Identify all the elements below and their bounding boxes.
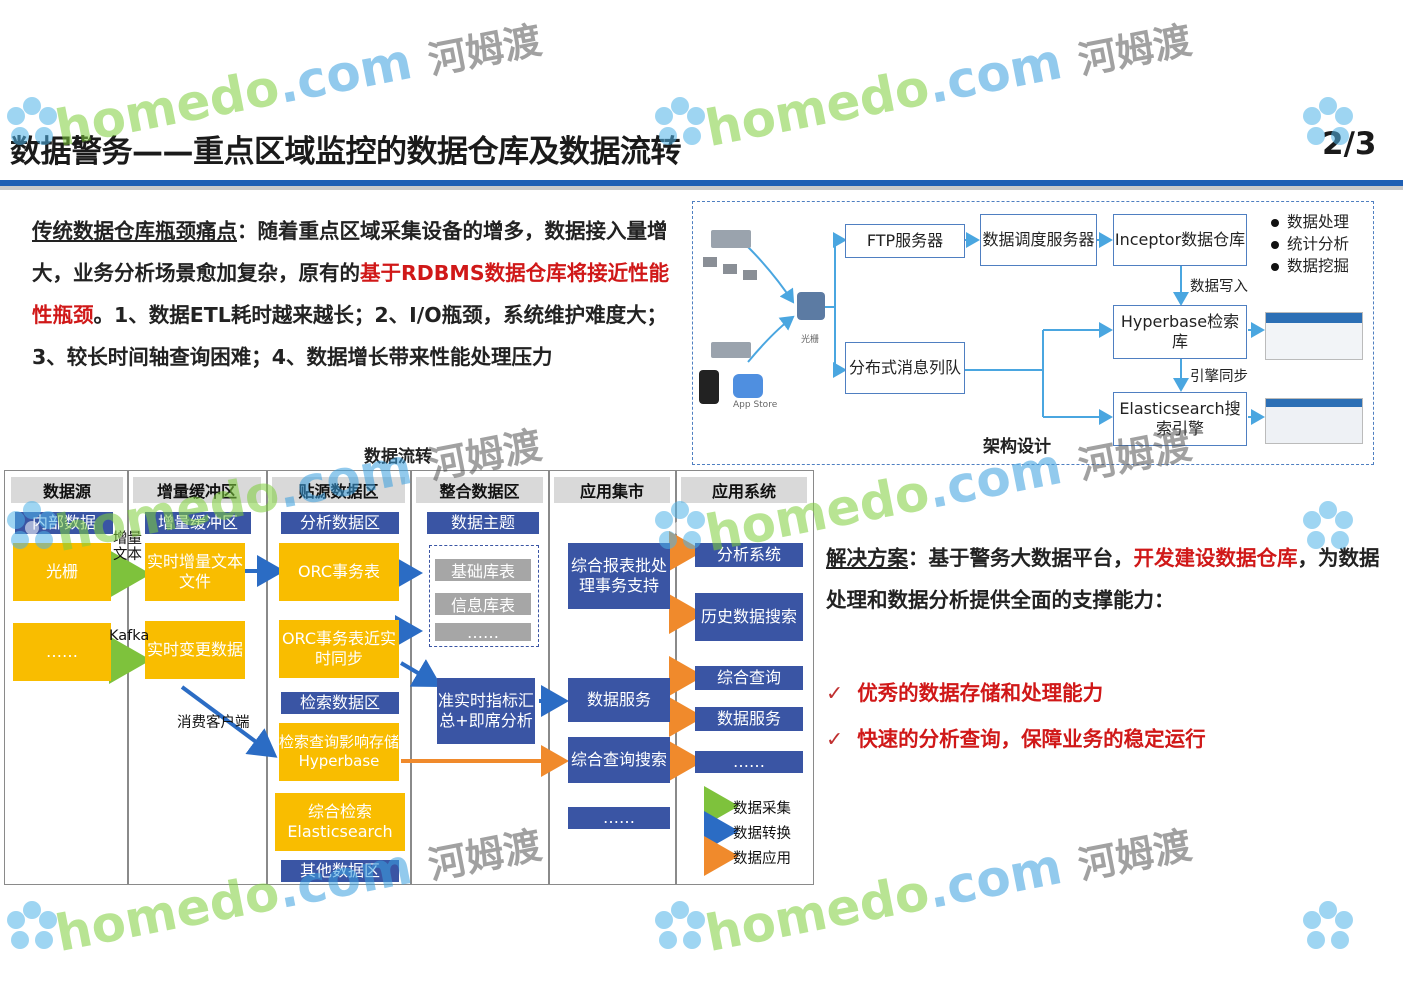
hyperbase-box: Hyperbase检索库 <box>1113 305 1247 359</box>
buffer-label: 增量缓冲区 <box>145 512 251 534</box>
flow-caption: 数据流转 <box>364 447 432 467</box>
data-flow-diagram: 数据源 增量缓冲区 贴源数据区 整合数据区 应用集市 应用系统 内部数据 光栅 … <box>4 470 814 885</box>
column-divider <box>548 471 550 884</box>
bullet-dot-icon <box>1271 262 1279 271</box>
engine-sync-label: 引擎同步 <box>1190 369 1248 385</box>
intro-paragraph: 传统数据仓库瓶颈痛点：随着重点区域采集设备的增多，数据接入量增大，业务分析场景愈… <box>32 210 672 378</box>
solution-point: ✓快速的分析查询，保障业务的稳定运行 <box>826 727 1206 751</box>
camera-icon <box>743 270 757 280</box>
header-rule-shadow <box>0 186 1403 190</box>
scheduler-box: 数据调度服务器 <box>980 214 1097 266</box>
bullet-dot-icon <box>1271 218 1279 227</box>
realtime-file-box: 实时增量文本文件 <box>145 543 245 601</box>
server-icon <box>711 230 751 248</box>
solution-highlight: 开发建设数据仓库 <box>1133 546 1298 570</box>
more-source-box: …… <box>13 623 111 681</box>
legend-collect: 数据采集 <box>733 801 791 817</box>
theme-group <box>429 545 539 647</box>
page-number: 2/3 <box>1322 126 1377 162</box>
flow-connectors <box>109 531 739 876</box>
flower-logo-icon <box>7 901 57 949</box>
phone-icon <box>699 370 719 404</box>
more-table-box: …… <box>435 623 531 642</box>
analysis-zone-label: 分析数据区 <box>281 512 399 534</box>
kafka-label: Kafka <box>109 628 150 644</box>
column-header-buffer: 增量缓冲区 <box>133 477 261 503</box>
history-search-box: 历史数据搜索 <box>695 593 803 641</box>
mart-more-box: …… <box>568 807 670 829</box>
check-icon: ✓ <box>826 727 844 751</box>
solution-text-2: ，为数据处理和数据分析提供全面的支撑能力： <box>826 546 1380 612</box>
architecture-panel: 光栅 App Store FTP服务器 数据调度服务器 Inceptor数据仓库… <box>692 201 1374 465</box>
check-icon: ✓ <box>826 681 844 705</box>
elasticsearch-box: 综合检索Elasticsearch <box>275 793 405 851</box>
app-data-service-box: 数据服务 <box>695 707 803 731</box>
message-queue-box: 分布式消息列队 <box>845 342 965 394</box>
architecture-caption: 架构设计 <box>983 437 1051 457</box>
data-theme-label: 数据主题 <box>427 512 539 534</box>
consumer-label: 消费客户端 <box>177 715 250 731</box>
base-table-box: 基础库表 <box>435 559 531 581</box>
server-icon <box>711 342 751 358</box>
bullet-item: 数据挖掘 <box>1271 254 1349 276</box>
gate-device-icon <box>797 292 825 320</box>
orc-near-realtime-box: ORC事务表近实时同步 <box>279 620 399 678</box>
mart-data-service-box: 数据服务 <box>568 678 670 722</box>
bullet-item: 统计分析 <box>1271 232 1349 254</box>
dashboard-thumbnail-icon <box>1265 312 1363 360</box>
hyperbase-box: 检索查询影响存储Hyperbase <box>279 723 399 781</box>
mart-query-box: 综合查询搜索 <box>568 737 670 783</box>
comprehensive-query-box: 综合查询 <box>695 666 803 690</box>
dashboard-thumbnail-icon <box>1265 398 1363 444</box>
column-header-integration: 整合数据区 <box>416 477 543 503</box>
report-batch-box: 综合报表批处理事务支持 <box>568 543 670 609</box>
camera-icon <box>703 257 717 267</box>
column-divider <box>266 471 268 884</box>
realtime-change-box: 实时变更数据 <box>145 621 245 679</box>
bullet-dot-icon <box>1271 240 1279 249</box>
internal-data-label: 内部数据 <box>15 512 113 534</box>
column-header-source: 数据源 <box>11 477 123 503</box>
header-rule <box>0 180 1403 186</box>
app-store-icon <box>733 374 763 398</box>
intro-lead: 传统数据仓库瓶颈痛点 <box>32 219 237 243</box>
solution-point: ✓优秀的数据存储和处理能力 <box>826 681 1104 705</box>
info-table-box: 信息库表 <box>435 593 531 615</box>
flower-logo-icon <box>655 901 705 949</box>
app-more-box: …… <box>695 751 803 773</box>
camera-icon <box>723 264 737 274</box>
incremental-text-label: 增量文本 <box>113 531 142 563</box>
data-write-label: 数据写入 <box>1190 279 1248 295</box>
column-header-ods: 贴源数据区 <box>272 477 405 503</box>
column-header-apps: 应用系统 <box>681 477 807 503</box>
gate-source-box: 光栅 <box>13 543 111 601</box>
bullet-item: 数据处理 <box>1271 210 1349 232</box>
legend-transform: 数据转换 <box>733 826 791 842</box>
watermark: homedo.com 河姆渡 <box>700 17 1196 158</box>
elasticsearch-box: Elasticsearch搜索引擎 <box>1113 392 1247 446</box>
realtime-index-box: 准实时指标汇总+即席分析 <box>437 678 535 744</box>
orc-table-box: ORC事务表 <box>279 543 399 601</box>
solution-lead: 解决方案 <box>826 546 908 570</box>
flower-logo-icon <box>1303 901 1353 949</box>
other-zone-label: 其他数据区 <box>281 860 399 882</box>
intro-highlight: 基于RDBMS数据仓库将接近性能性瓶颈 <box>32 261 670 327</box>
ftp-server-box: FTP服务器 <box>845 224 965 258</box>
column-header-mart: 应用集市 <box>554 477 670 503</box>
analysis-system-box: 分析系统 <box>695 543 803 567</box>
architecture-connectors <box>747 232 1265 425</box>
gate-label: 光栅 <box>801 335 820 345</box>
inceptor-box: Inceptor数据仓库 <box>1113 214 1247 266</box>
solution-paragraph: 解决方案：基于警务大数据平台，开发建设数据仓库，为数据处理和数据分析提供全面的支… <box>826 537 1386 621</box>
solution-text-1: ：基于警务大数据平台， <box>908 546 1134 570</box>
intro-text-1: ：随着重点区域采集设备的增多，数据接入量增大，业务分析场景愈加复杂，原有的 <box>32 219 668 285</box>
intro-text-2: 。1、数据ETL耗时越来越长；2、I/O瓶颈，系统维护难度大；3、较长时间轴查询… <box>32 303 668 369</box>
page-title: 数据警务——重点区域监控的数据仓库及数据流转 <box>10 134 682 170</box>
legend-apply: 数据应用 <box>733 851 791 867</box>
search-zone-label: 检索数据区 <box>281 692 399 714</box>
app-store-label: App Store <box>733 400 778 410</box>
